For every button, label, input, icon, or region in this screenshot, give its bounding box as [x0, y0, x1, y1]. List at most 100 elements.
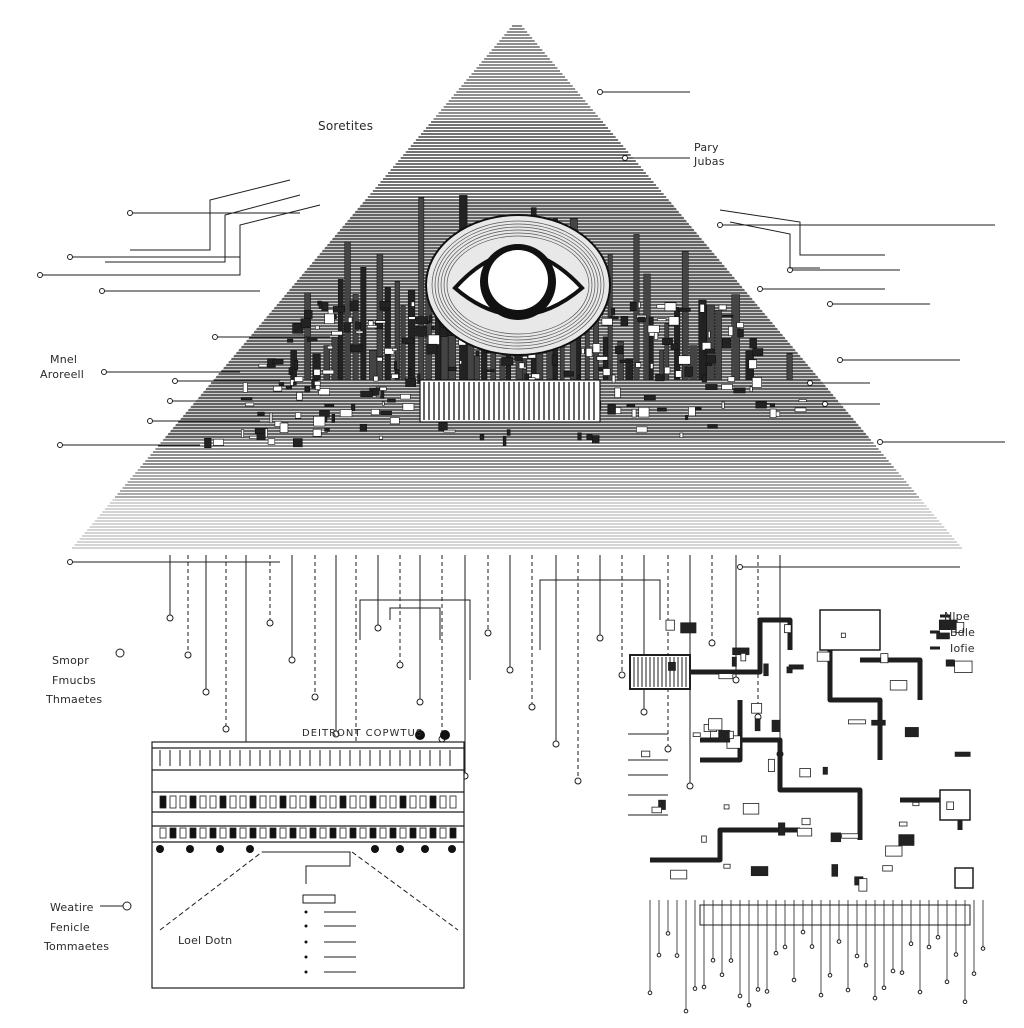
circuit-block	[507, 430, 510, 436]
machine-part	[883, 866, 893, 871]
circuit-block	[662, 338, 672, 344]
label-top-center: Soretites	[318, 120, 373, 132]
panel-knob	[216, 845, 224, 853]
panel-key	[290, 796, 296, 808]
panel-switch	[190, 828, 196, 838]
leader-dot	[128, 211, 133, 216]
machine-part	[702, 836, 707, 842]
panel-key	[370, 796, 376, 808]
circuit-block	[519, 363, 524, 369]
machine-part	[719, 730, 730, 742]
panel-switch	[250, 828, 256, 838]
circuit-block	[644, 395, 655, 400]
circuit-block	[380, 387, 386, 390]
machine-part	[872, 720, 886, 725]
machine-part	[768, 759, 774, 771]
circuit-block	[632, 409, 636, 417]
circuit-block	[722, 315, 733, 317]
panel-key	[280, 796, 286, 808]
panel-dot	[305, 925, 308, 928]
circuit-block	[564, 372, 574, 376]
circuit-block	[719, 305, 726, 310]
panel-key	[440, 796, 446, 808]
wire-terminal	[709, 640, 715, 646]
machine-part	[881, 654, 888, 663]
circuit-block	[587, 435, 592, 440]
wire-terminal	[597, 635, 603, 641]
lead-terminal	[792, 978, 796, 982]
circuit-block	[657, 319, 666, 321]
circuit-block	[289, 368, 292, 375]
circuit-block	[382, 402, 384, 405]
machine-part	[800, 769, 811, 777]
skyline-tower	[313, 354, 321, 380]
machine-part	[681, 623, 696, 633]
lead-terminal	[783, 945, 787, 949]
circuit-block	[380, 301, 390, 308]
machine-part	[899, 822, 907, 826]
lead-terminal	[981, 947, 985, 951]
machine-part	[719, 674, 733, 679]
circuit-block	[734, 388, 745, 393]
panel-key	[410, 796, 416, 808]
skyline-tower	[419, 198, 424, 380]
circuit-block	[314, 369, 320, 375]
panel-key	[320, 796, 326, 808]
panel-knob	[421, 845, 429, 853]
circuit-block	[621, 316, 628, 326]
panel-key	[260, 796, 266, 808]
panel-knob	[246, 845, 254, 853]
circuit-block	[612, 308, 615, 315]
wire-terminal	[267, 620, 273, 626]
circuit-block	[394, 361, 396, 370]
circuit-block	[243, 383, 247, 393]
panel-dot	[305, 956, 308, 959]
panel-switch	[170, 828, 176, 838]
skyline-tower	[474, 356, 479, 380]
circuit-block	[603, 369, 610, 376]
wire-terminal	[687, 783, 693, 789]
circuit-block	[688, 407, 695, 416]
stepped-wire	[175, 205, 320, 275]
lead-terminal	[900, 971, 904, 975]
circuit-block	[377, 358, 382, 362]
circuit-block	[752, 377, 761, 387]
label-bottom-left-3: Tommaetes	[44, 941, 109, 952]
label-bottom-left-2: Fenicle	[50, 922, 90, 933]
lead-terminal	[675, 954, 679, 958]
circuit-block	[403, 404, 414, 411]
machine-part	[784, 625, 791, 633]
circuit-block	[722, 384, 733, 389]
circuit-block	[581, 348, 584, 354]
bracket-wire	[360, 600, 470, 680]
circuit-block	[448, 367, 456, 371]
leader-dot	[738, 565, 743, 570]
machine-housing	[940, 790, 970, 820]
wire-terminal	[167, 615, 173, 621]
lead-terminal	[882, 986, 886, 990]
wire-terminal	[733, 677, 739, 683]
leader-dot	[148, 419, 153, 424]
circuit-block	[286, 386, 291, 389]
machine-part	[724, 864, 730, 868]
label-top-right-1: Pary	[694, 142, 719, 153]
lead-terminal	[954, 953, 958, 957]
circuit-block	[685, 415, 687, 419]
circuit-block	[586, 348, 592, 356]
machine-part	[905, 727, 918, 736]
circuit-block	[750, 338, 757, 348]
machine-part	[913, 802, 919, 805]
panel-switch	[430, 828, 436, 838]
circuit-block	[679, 308, 691, 311]
label-connector	[116, 649, 124, 657]
lead-terminal	[810, 945, 814, 949]
leader-dot	[102, 370, 107, 375]
machine-schematic	[628, 610, 985, 1013]
lead-terminal	[837, 940, 841, 944]
circuit-block	[665, 367, 670, 374]
skyline-tower	[369, 350, 377, 380]
leader-dot	[38, 273, 43, 278]
machine-housing	[820, 610, 880, 650]
panel-key	[210, 796, 216, 808]
stepped-wire	[105, 195, 300, 262]
